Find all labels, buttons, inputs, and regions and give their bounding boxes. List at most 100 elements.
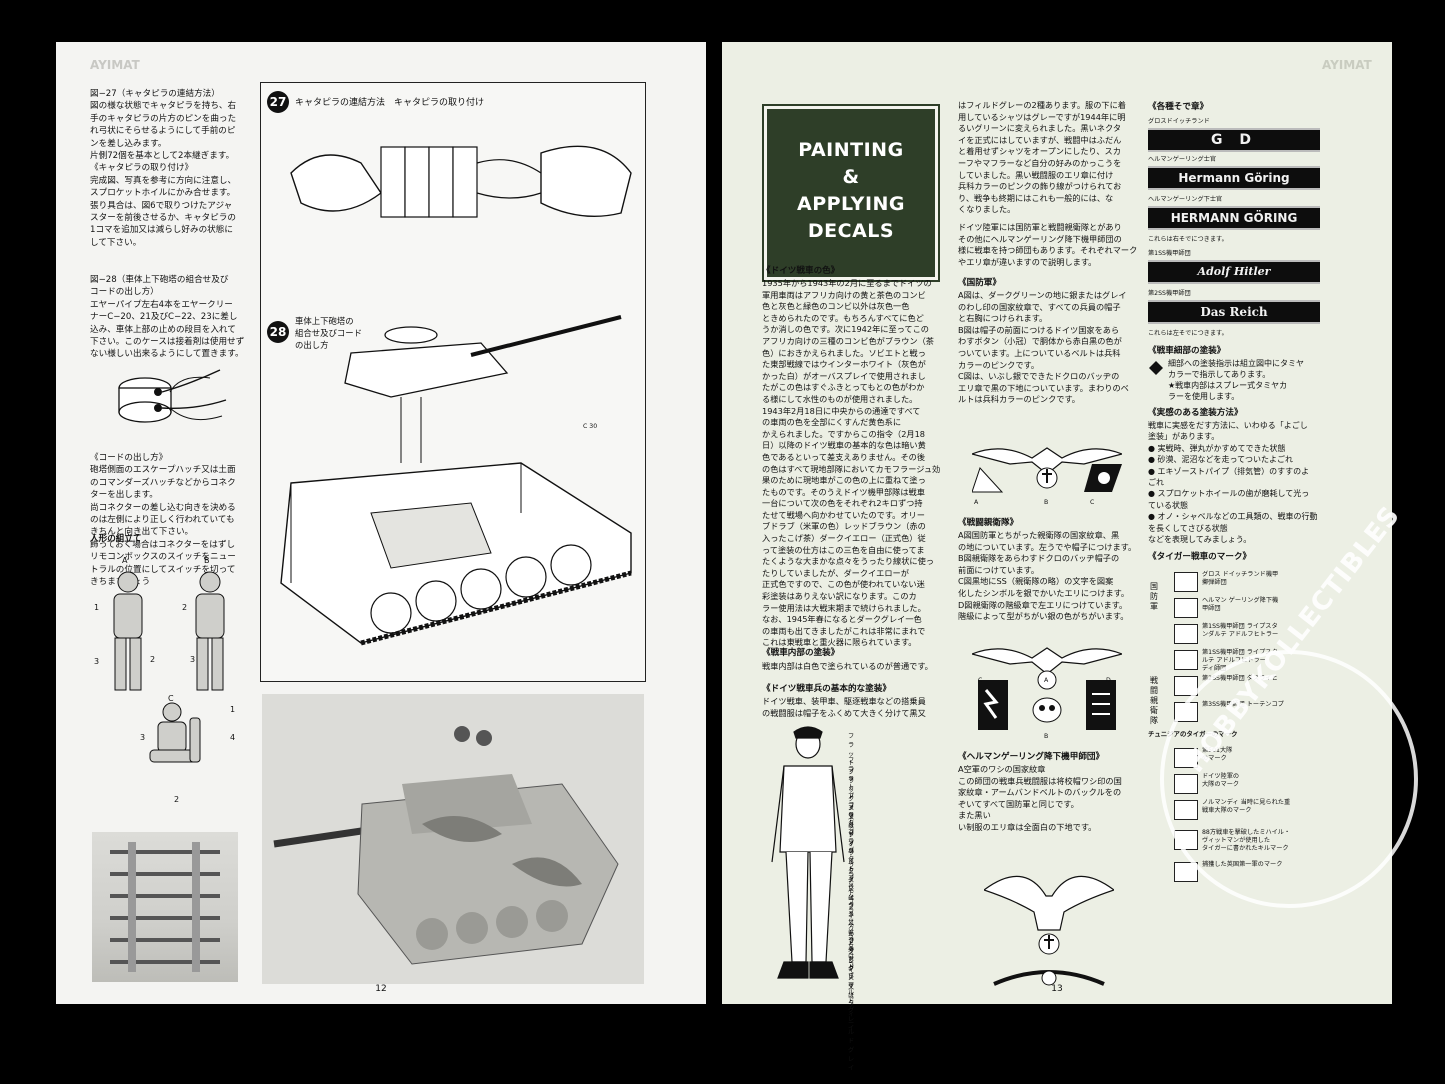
marking-2: 第1SS機甲師団 ライプスタ ンダルテ アドルフヒトラー bbox=[1202, 623, 1279, 638]
track-photo-graphic bbox=[110, 842, 220, 972]
marking-0: グロス ドイッチランド機甲 擲弾師団 bbox=[1202, 571, 1279, 586]
callout-7: フラットブラックス又は フィールドグレイ bbox=[848, 863, 855, 1032]
marking-row-2: 第1SS機甲師団 ライプスタ ンダルテ アドルフヒトラー bbox=[1174, 622, 1354, 644]
cuff-caption-0: グロスドイッチランド bbox=[1148, 118, 1210, 125]
german-tank-color-text: 1935年から1943年の2月に至るまでドイツの 軍用車両はアフリカ向けの黄と茶… bbox=[762, 278, 941, 648]
key-shield-icon bbox=[1174, 624, 1198, 644]
shield-icon bbox=[1174, 650, 1198, 670]
cuff-title-gd: G D bbox=[1148, 128, 1320, 152]
svg-text:2: 2 bbox=[174, 795, 179, 804]
figure-assembly-heading: 人形の組立て bbox=[90, 534, 142, 544]
marking-row-0: グロス ドイッチランド機甲 擲弾師団 bbox=[1174, 570, 1354, 592]
cuff-title-adolf-hitler: Adolf Hitler bbox=[1148, 260, 1320, 284]
svg-text:2: 2 bbox=[182, 603, 187, 612]
steps-frame: 27 キャタピラの連結方法 キャタピラの取り付け 28 車体上下砲塔の 組合せ及… bbox=[260, 82, 646, 682]
crew-uniform-figure bbox=[771, 726, 845, 979]
marking-row-1: ヘルマン ゲーリング降下機 甲師団 bbox=[1174, 596, 1354, 618]
callout-9: フラットブラック bbox=[848, 937, 855, 1007]
wehrmacht-insignia bbox=[972, 447, 1122, 493]
cord-instructions: 《コードの出し方》 砲塔側面のエスケープハッチ又は土面 のコマンダーズハッチなど… bbox=[90, 453, 236, 587]
svg-text:3: 3 bbox=[140, 733, 145, 742]
ss-label-d: D bbox=[1106, 677, 1111, 684]
left-text-column: 図−27（キャタピラの連結方法） 図の様な状態でキャタピラを持ち、右 手のキャタ… bbox=[90, 82, 300, 587]
svg-text:1: 1 bbox=[230, 705, 235, 714]
svg-text:3: 3 bbox=[94, 657, 99, 666]
detail-paint-text: 細部への塗装指示は組立図中にタミヤ カラーで指示してあります。 ★戦車内部はスプ… bbox=[1168, 359, 1304, 401]
cuff-caption-1ss: 第1SS機甲師団 bbox=[1148, 250, 1191, 257]
ss-label-b: B bbox=[1044, 733, 1049, 740]
crew-uniform-text: ドイツ戦車、装甲車、駆逐戦車などの搭乗員 の戦闘服は帽子をふくめて大きく分けて黒… bbox=[762, 696, 926, 718]
detail-paint-heading: 《戦車細部の塗装》 bbox=[1148, 346, 1226, 356]
ss-label-a: A bbox=[1044, 677, 1049, 684]
callout-1: フラットブラック bbox=[848, 757, 855, 827]
tank-assembly-diagram bbox=[280, 315, 632, 646]
british-mark-icon bbox=[1174, 862, 1198, 882]
markings-table: 国 防 軍 戦 闘 親 衛 隊 bbox=[1148, 566, 1360, 966]
figure-label-a: A bbox=[122, 556, 128, 565]
figure-label-c: C bbox=[168, 694, 174, 703]
paint-bottle-icon bbox=[1149, 361, 1163, 375]
svg-text:2: 2 bbox=[150, 655, 155, 664]
tiger-markings-heading: 《タイガー戦車のマーク》 bbox=[1148, 552, 1252, 562]
ss-text: A図国防軍とちがった親衛隊の国家紋章、黒 の地についています。左うでや帽子につけ… bbox=[958, 530, 1137, 622]
realistic-paint-text: 戦車に実感をだす方法に、いわゆる「よごし 塗装」があります。 ● 実戦時、弾丸が… bbox=[1148, 421, 1318, 545]
left-page: TAMIYA 図−27（キャタピラの連結方法） 図の様な状態でキャタピラを持ち、… bbox=[56, 42, 706, 1004]
tiger-tank-photo bbox=[262, 694, 644, 984]
wehrmacht-text: A図は、ダークグリーンの地に銀またはグレイ のわし印の国家紋章で、すべての兵員の… bbox=[958, 290, 1129, 405]
realistic-paint-heading: 《実感のある塗装方法》 bbox=[1148, 408, 1243, 418]
callout-3: フラットブラック bbox=[848, 793, 855, 863]
luftwaffe-eagle bbox=[984, 875, 1114, 986]
painting-decals-banner: PAINTING & APPLYING DECALS bbox=[764, 106, 938, 280]
cuff-caption-2: ヘルマンゲーリング下士官 bbox=[1148, 196, 1223, 203]
german-tank-color-heading: 《ドイツ戦車の色》 bbox=[762, 266, 840, 276]
wehrmacht-label-c: C bbox=[1090, 499, 1095, 506]
track-photo bbox=[92, 832, 238, 982]
step27-title: キャタピラの連結方法 キャタピラの取り付け bbox=[295, 98, 485, 108]
crew-uniform-heading: 《ドイツ戦車兵の基本的な塗装》 bbox=[762, 684, 891, 694]
banner-title: PAINTING & APPLYING DECALS bbox=[796, 139, 906, 242]
hermann-goering-text: A空軍のワシの国家紋章 この師団の戦車兵戦闘服は将校帽ワシ印の国 家紋章・アーム… bbox=[958, 764, 1122, 832]
callout-2: フラットブラック bbox=[848, 767, 855, 837]
uniform-continued-text: はフィルドグレーの2種あります。服の下に着 用しているシャツはグレーですが194… bbox=[958, 100, 1126, 215]
helmet-icon bbox=[1174, 572, 1198, 592]
wehrmacht-label-a: A bbox=[974, 499, 979, 506]
step27-instructions: 図−27（キャタピラの連結方法） 図の様な状態でキャタピラを持ち、右 手のキャタ… bbox=[90, 89, 237, 248]
interior-paint-heading: 《戦車内部の塗装》 bbox=[762, 648, 840, 658]
step28-number: 28 bbox=[267, 321, 289, 343]
group-ss: 戦 闘 親 衛 隊 bbox=[1150, 676, 1158, 725]
callout-6: フラットブラックス又は ライトグレイ bbox=[848, 839, 855, 990]
cuff-title-das-reich: Das Reich bbox=[1148, 300, 1320, 324]
wehrmacht-heading: 《国防軍》 bbox=[958, 278, 1001, 288]
callout-0: フラットブラックス又は フィールドグレイ bbox=[848, 733, 855, 902]
wehrmacht-label-b: B bbox=[1044, 499, 1049, 506]
interior-paint-text: 戦車内部は白色で塗られているのが普通です。 bbox=[762, 661, 933, 671]
wolfsangel-icon bbox=[1174, 676, 1198, 696]
connector-diagram bbox=[118, 369, 227, 423]
callout-4: フラットブラックス又は フィールドグレイ bbox=[848, 805, 855, 974]
hermann-goering-heading: 《ヘルマンゲーリング降下機甲師団》 bbox=[958, 752, 1105, 762]
left-page-number: 12 bbox=[375, 984, 387, 994]
divisions-intro-text: ドイツ陸軍には国防軍と戦闘親衛隊とがあり その他にヘルマンゲーリング降下機甲師団… bbox=[958, 222, 1138, 267]
cuff-caption-1: ヘルマンゲーリング士官 bbox=[1148, 156, 1217, 163]
cuff-caption-end: これらは左そでにつきます。 bbox=[1148, 330, 1228, 337]
step28-title: 車体上下砲塔の 組合せ及びコード の出し方 bbox=[295, 316, 362, 350]
tiger-tank-photo-graphic bbox=[273, 726, 619, 965]
callout-8: フラットブラックス又は フィールドグレイ bbox=[848, 903, 855, 1072]
cuff-caption-4: 第2SS機甲師団 bbox=[1148, 290, 1191, 297]
cuff-caption-3: これらは右そでにつきます。 bbox=[1148, 236, 1228, 243]
right-page-number: 13 bbox=[1051, 984, 1063, 994]
left-header-mirror: TAMIYA bbox=[90, 58, 140, 72]
svg-text:4: 4 bbox=[230, 733, 235, 742]
ss-label-c: C bbox=[978, 677, 983, 684]
ss-insignia bbox=[972, 647, 1122, 730]
edelweiss-icon bbox=[1174, 598, 1198, 618]
cuff-title-hermann-goering-nco: HERMANN GÖRING bbox=[1148, 206, 1320, 230]
callout-5: コッパー bbox=[848, 829, 855, 863]
sleeve-band-heading: 《各種そで章》 bbox=[1148, 102, 1209, 112]
step27-number: 27 bbox=[267, 91, 289, 113]
hands-track-diagram bbox=[290, 145, 632, 218]
part-callout-c30: C 30 bbox=[583, 423, 598, 430]
step28-instructions: 図−28（車体上下砲塔の組合せ及び コードの出し方） エヤーパイプ左右4本をエヤ… bbox=[90, 275, 245, 360]
right-header-mirror: TAMIYA bbox=[1322, 58, 1372, 72]
